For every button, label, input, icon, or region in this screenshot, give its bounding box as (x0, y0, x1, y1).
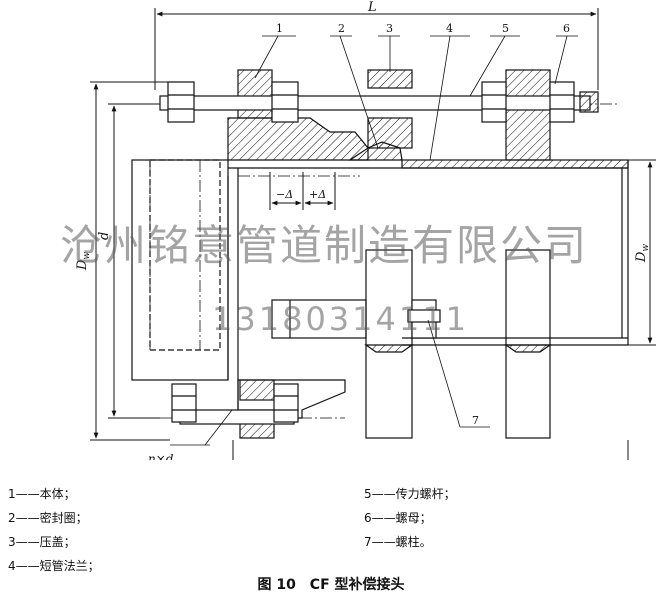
watermark-phone: 13180314111 (212, 300, 469, 338)
legend-item: 4——短管法兰； (8, 559, 100, 573)
dim-minus-delta: −Δ (276, 188, 293, 201)
part-tag-2: 2 (338, 22, 345, 35)
part-tag-7: 7 (472, 414, 479, 427)
dim-n-bolt: n×d0 (148, 452, 179, 460)
legend-item: 5——传力螺杆； (364, 487, 456, 501)
cf-compensator-drawing: L L1 Dw d Dw −Δ +Δ n×d0 1 2 3 4 5 6 7 (75, 0, 656, 460)
dim-L1: L1 (429, 459, 444, 460)
legend-left: 1——本体； 2——密封圈； 3——压盖； 4——短管法兰； (8, 482, 100, 578)
legend-item: 6——螺母； (364, 511, 432, 525)
dim-Dw-right: Dw (634, 244, 651, 263)
dim-Dw-left: Dw (75, 252, 92, 271)
part-tag-4: 4 (446, 22, 453, 35)
part-tag-5: 5 (502, 22, 509, 35)
legend-item: 2——密封圈； (8, 511, 88, 525)
legend-right: 5——传力螺杆； 6——螺母； 7——螺柱。 (364, 482, 456, 554)
watermark-company: 沧州铭意管道制造有限公司 (60, 221, 589, 270)
legend-item: 1——本体； (8, 487, 76, 501)
figure-caption: 图 10 CF 型补偿接头 (257, 577, 405, 593)
legend-item: 3——压盖； (8, 535, 76, 549)
dim-d: d (97, 232, 112, 240)
dim-L: L (367, 0, 377, 15)
part-tag-6: 6 (563, 22, 570, 35)
dim-plus-delta: +Δ (309, 188, 326, 201)
legend-item: 7——螺柱。 (364, 535, 432, 549)
part-tag-3: 3 (386, 22, 393, 35)
part-tag-1: 1 (276, 22, 283, 35)
